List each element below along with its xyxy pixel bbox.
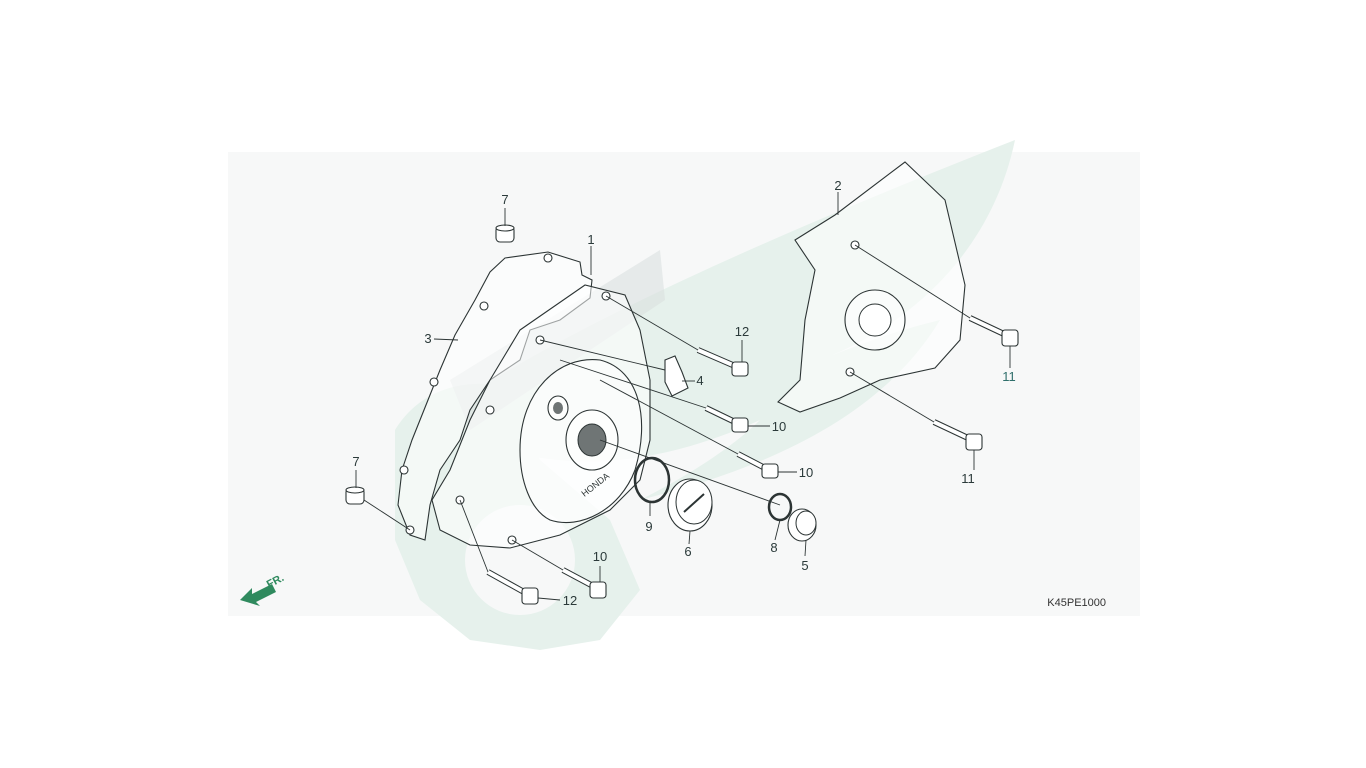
part-5-crankshaft-hole-cap (787, 508, 817, 542)
part-7-dowel-pin-bottom (345, 486, 365, 505)
callout-12-top: 12 (735, 324, 749, 339)
callout-10-b: 10 (799, 465, 813, 480)
part-4-clamp (664, 355, 689, 397)
part-8-o-ring (767, 492, 793, 522)
callout-6: 6 (684, 544, 691, 559)
diagram-code: K45PE1000 (1047, 597, 1106, 609)
callout-10-a: 10 (772, 419, 786, 434)
leader-lines (355, 192, 1011, 601)
callout-10-c: 10 (593, 549, 607, 564)
callout-2: 2 (834, 178, 841, 193)
bolt-10-b (736, 451, 779, 479)
callout-7-top: 7 (501, 192, 508, 207)
callout-4: 4 (696, 373, 703, 388)
callout-9: 9 (645, 519, 652, 534)
callout-7-bottom: 7 (352, 454, 359, 469)
callout-8: 8 (770, 540, 777, 555)
bolt-11-bottom (932, 419, 983, 451)
bolt-10-c (561, 567, 607, 599)
bolt-10-a (704, 405, 749, 433)
callout-5: 5 (801, 558, 808, 573)
callout-1: 1 (587, 232, 594, 247)
front-direction-arrow-icon: FR. (240, 572, 286, 606)
callout-11-bottom: 11 (961, 471, 975, 486)
bolt-12-bottom (486, 569, 539, 605)
callout-12-bottom: 12 (563, 593, 577, 608)
callout-3: 3 (424, 331, 431, 346)
part-6-timing-hole-cap (667, 478, 713, 532)
part-1-left-crankcase-cover: HONDA (431, 284, 651, 549)
front-direction-label: FR. (265, 572, 286, 591)
part-2-sprocket-cover (777, 161, 966, 413)
bolt-11-top (968, 315, 1019, 347)
part-7-dowel-pin-top (495, 224, 515, 243)
callout-11-top: 11 (1002, 369, 1016, 384)
bolt-12-top (696, 347, 749, 377)
part-9-o-ring (633, 456, 671, 504)
